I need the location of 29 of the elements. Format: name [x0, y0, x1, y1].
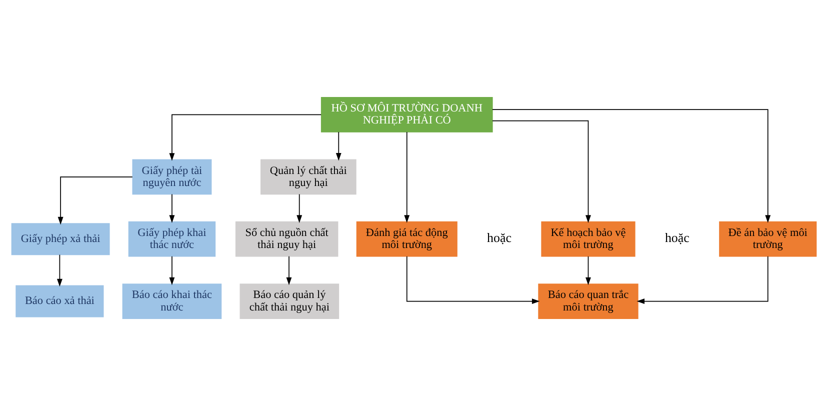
arrow: [169, 114, 322, 161]
arrow: [404, 132, 410, 223]
node-box: Sổ chủ nguồn chất thải nguy hại: [235, 221, 338, 257]
arrow: [169, 256, 175, 286]
arrow: [56, 254, 62, 287]
arrow: [169, 194, 175, 223]
node-box: Đánh giá tác động môi trường: [356, 221, 458, 257]
node-box: Báo cáo quan trắc môi trường: [538, 284, 638, 319]
arrow: [58, 176, 133, 225]
node-box: Báo cáo khai thác nước: [122, 284, 222, 319]
node-box: Giấy phép xả thải: [11, 223, 110, 256]
arrow: [296, 194, 302, 223]
arrow: [286, 256, 292, 286]
arrow: [492, 120, 591, 223]
arrow: [636, 256, 768, 304]
label: hoặc: [487, 230, 512, 246]
node-box: Kế hoạch bảo vệ môi trường: [541, 221, 636, 257]
node-box: Đề án bảo vệ môi trường: [719, 221, 817, 257]
node-box: Quản lý chất thải nguy hại: [260, 159, 356, 195]
node-box: Giấy phép khai thác nước: [128, 221, 216, 257]
node-box: Giấy phép tài nguyên nước: [132, 159, 212, 195]
label: hoặc: [664, 230, 690, 246]
arrow: [336, 132, 342, 161]
arrow: [586, 256, 591, 286]
node-box: Báo cáo xả thải: [16, 285, 104, 318]
arrow: [406, 256, 540, 304]
node-box: Báo cáo quản lý chất thải nguy hại: [240, 284, 340, 319]
node-box: HỒ SƠ MÔI TRƯỜNG DOANH NGHIỆP PHẢI CÓ: [320, 97, 493, 132]
arrow: [492, 109, 771, 223]
